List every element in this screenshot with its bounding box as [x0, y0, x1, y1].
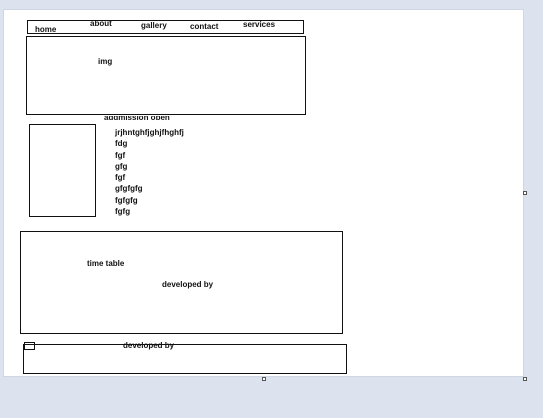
nav-item-home[interactable]: home [35, 25, 57, 34]
footer-developed-by: developed by [123, 341, 175, 350]
admission-list: jrjhntghfjghjfhghfj fdg fgf gfg fgf gfgf… [115, 127, 184, 217]
admission-line: fdg [115, 139, 128, 149]
footer-box[interactable] [23, 344, 347, 374]
nav-bar[interactable] [27, 20, 304, 34]
admission-line: fgfgfg [115, 195, 138, 205]
banner-image-box[interactable] [26, 36, 306, 115]
resize-handle-right[interactable] [523, 191, 527, 195]
nav-item-about[interactable]: about [90, 19, 112, 28]
nav-item-gallery[interactable]: gallery [141, 21, 167, 30]
admission-image-box[interactable] [29, 124, 96, 217]
nav-item-services[interactable]: services [243, 20, 276, 29]
admission-line: fgf [115, 173, 126, 183]
design-canvas: home about gallery contact services img … [4, 10, 523, 376]
resize-handle-bottom[interactable] [262, 377, 266, 381]
admission-line: gfg [115, 161, 128, 171]
admission-line: fgf [115, 150, 126, 160]
banner-image-label: img [98, 57, 113, 66]
nav-item-contact[interactable]: contact [190, 22, 219, 31]
admission-line: jrjhntghfjghjfhghfj [115, 128, 184, 137]
admission-heading: addmission open [104, 116, 170, 120]
admission-line: fgfg [115, 207, 131, 217]
resize-handle-corner[interactable] [523, 377, 527, 381]
footer-small-icon[interactable] [24, 342, 35, 350]
timetable-developed-by: developed by [162, 280, 214, 289]
timetable-label: time table [87, 259, 125, 268]
timetable-box[interactable] [20, 231, 343, 334]
admission-line: gfgfgfg [115, 184, 143, 194]
